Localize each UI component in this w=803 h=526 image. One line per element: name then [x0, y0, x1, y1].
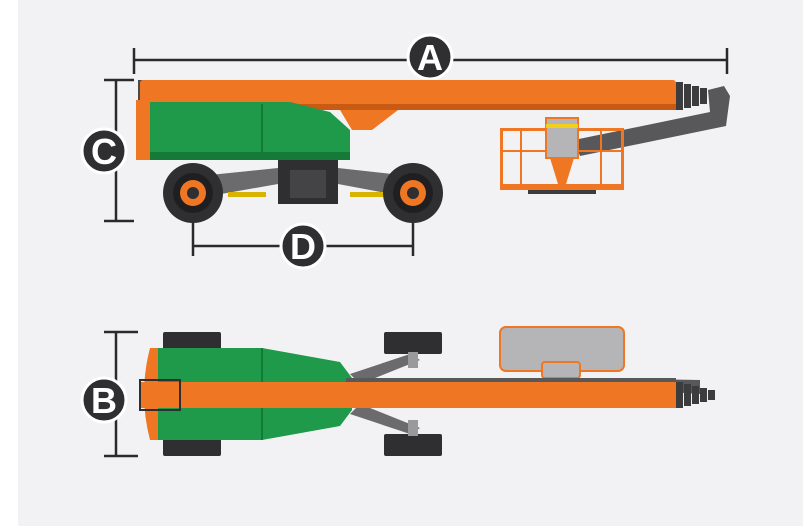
platform-top — [499, 326, 625, 379]
side-view: A C D — [80, 33, 730, 270]
top-view: B — [80, 326, 715, 458]
dimension-c-label-circle — [80, 127, 128, 175]
rear-wheel-side — [163, 163, 223, 223]
dimension-a: A — [132, 33, 729, 81]
chassis-skirt — [150, 152, 350, 160]
rear-tire-top-left — [163, 332, 221, 350]
basket-rotator — [550, 158, 574, 184]
boom-top — [139, 378, 715, 411]
basket-base — [528, 190, 596, 194]
dimension-b-label-circle — [80, 376, 128, 424]
boom-top-pivot — [139, 379, 181, 411]
dimension-d: D — [191, 214, 415, 270]
platform-control-top — [541, 361, 581, 379]
boom-tip-bellows — [676, 82, 707, 110]
turntable-highlight — [290, 170, 326, 198]
dimension-b-label: B — [91, 380, 117, 421]
dimension-c-label: C — [91, 131, 117, 172]
boom-top-shadow — [346, 378, 676, 384]
dimension-c: C — [80, 78, 134, 223]
chassis-side — [136, 100, 350, 160]
boom-top-bellows — [676, 382, 715, 408]
dimension-a-label-circle — [406, 33, 454, 81]
dimension-d-label-circle — [279, 222, 327, 270]
dimension-d-label: D — [290, 226, 316, 267]
chassis-body — [150, 102, 350, 160]
rear-tire-top-right — [163, 438, 221, 456]
boom-lift-cylinder — [340, 110, 398, 130]
front-wheel-side — [383, 163, 443, 223]
platform-basket-side — [500, 117, 624, 194]
axles-top — [350, 352, 420, 436]
dimension-a-label: A — [417, 37, 443, 78]
front-tire-top-left — [384, 332, 442, 354]
boom-main-shadow — [140, 104, 676, 110]
basket-floor — [500, 184, 624, 190]
dimension-b: B — [80, 330, 138, 458]
jib-arm — [574, 86, 730, 156]
front-tire-top-right — [384, 434, 442, 456]
boom-top-main — [140, 382, 676, 408]
